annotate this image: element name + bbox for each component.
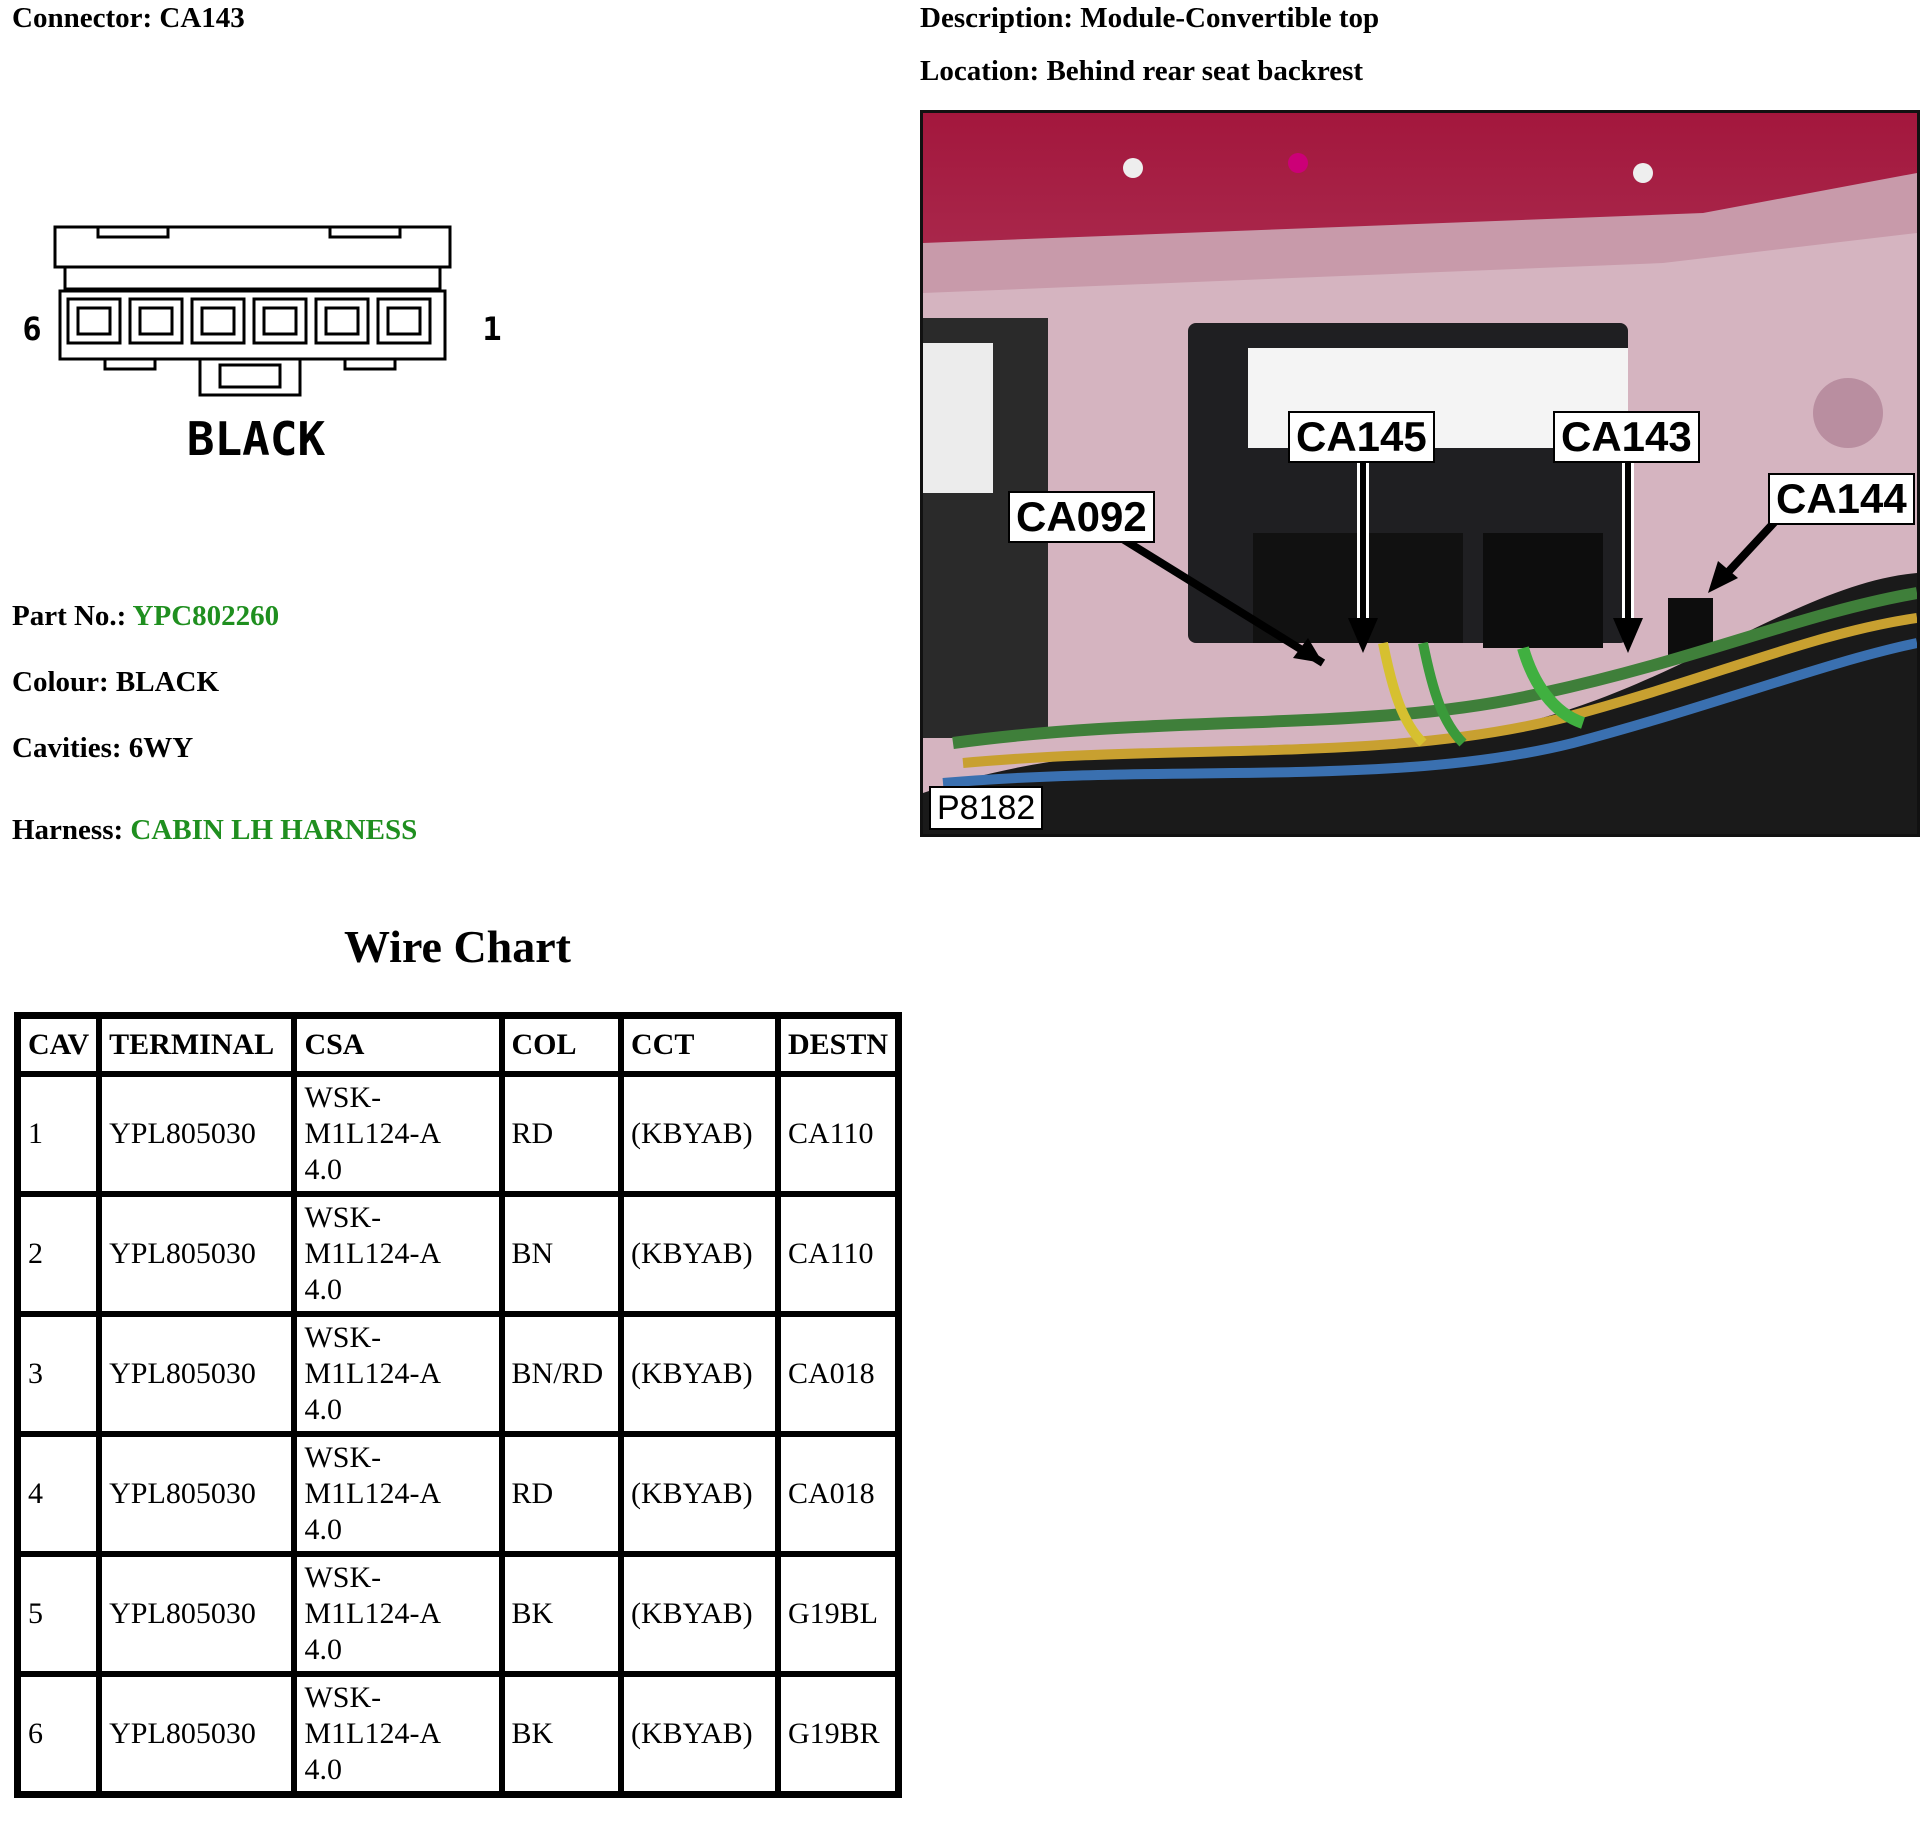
cell-destn: CA018	[777, 1434, 898, 1554]
table-row: 4 YPL805030 WSK- M1L124-A 4.0 RD (KBYAB)…	[18, 1434, 898, 1554]
description-value: Module-Convertible top	[1080, 2, 1380, 34]
cell-csa: WSK- M1L124-A 4.0	[294, 1194, 502, 1314]
table-header-row: CAV TERMINAL CSA COL CCT DESTN	[18, 1016, 898, 1074]
table-row: 3 YPL805030 WSK- M1L124-A 4.0 BN/RD (KBY…	[18, 1314, 898, 1434]
cell-cav: 4	[18, 1434, 100, 1554]
cavities-field: Cavities: 6WY	[12, 732, 193, 765]
connector-face-drawing: 6 1 BLACK	[22, 225, 502, 466]
cell-col: BN/RD	[501, 1314, 621, 1434]
connector-cavity-terminal	[386, 306, 422, 336]
table-row: 2 YPL805030 WSK- M1L124-A 4.0 BN (KBYAB)…	[18, 1194, 898, 1314]
photo-code: P8182	[929, 786, 1044, 830]
connector-cavity-terminal	[138, 306, 174, 336]
harness-link[interactable]: CABIN LH HARNESS	[130, 814, 418, 846]
header-csa: CSA	[294, 1016, 502, 1074]
colour-label: Colour:	[12, 666, 109, 698]
cell-cav: 3	[18, 1314, 100, 1434]
harness-label: Harness:	[12, 814, 124, 846]
cell-csa: WSK- M1L124-A 4.0	[294, 1434, 502, 1554]
callout-ca144: CA144	[1768, 473, 1915, 525]
connector-cavity-terminal	[324, 306, 360, 336]
cell-destn: CA110	[777, 1074, 898, 1194]
callout-ca145: CA145	[1288, 411, 1435, 463]
cell-cav: 1	[18, 1074, 100, 1194]
cell-col: RD	[501, 1434, 621, 1554]
colour-value: BLACK	[115, 666, 220, 698]
cell-cct: (KBYAB)	[620, 1554, 778, 1674]
connector-cavity-terminal	[200, 306, 236, 336]
cell-col: BN	[501, 1194, 621, 1314]
cell-cct: (KBYAB)	[620, 1434, 778, 1554]
cavities-label: Cavities:	[12, 732, 122, 764]
connector-cavity	[190, 297, 246, 345]
callout-ca143: CA143	[1553, 411, 1700, 463]
cell-csa: WSK- M1L124-A 4.0	[294, 1554, 502, 1674]
connector-cavity-terminal	[262, 306, 298, 336]
description-label: Description:	[920, 2, 1074, 34]
cell-cct: (KBYAB)	[620, 1194, 778, 1314]
table-row: 6 YPL805030 WSK- M1L124-A 4.0 BK (KBYAB)…	[18, 1674, 898, 1794]
header-terminal: TERMINAL	[99, 1016, 295, 1074]
part-number-link[interactable]: YPC802260	[132, 600, 280, 632]
harness-field: Harness: CABIN LH HARNESS	[12, 814, 417, 847]
location-photo: CA145 CA143 CA092 CA144 P8182	[920, 110, 1920, 837]
cell-destn: CA018	[777, 1314, 898, 1434]
connector-colour-text: BLACK	[187, 412, 326, 466]
cell-destn: G19BL	[777, 1554, 898, 1674]
cell-csa: WSK- M1L124-A 4.0	[294, 1674, 502, 1794]
cell-csa: WSK- M1L124-A 4.0	[294, 1074, 502, 1194]
connector-label: Connector:	[12, 2, 153, 34]
header-destn: DESTN	[777, 1016, 898, 1074]
cell-cav: 6	[18, 1674, 100, 1794]
header-col: COL	[501, 1016, 621, 1074]
cell-cct: (KBYAB)	[620, 1314, 778, 1434]
connector-cavity	[128, 297, 184, 345]
left-pin-number: 6	[22, 310, 41, 348]
photo-illustration	[923, 113, 1917, 834]
connector-cavity	[66, 297, 122, 345]
location-field: Location: Behind rear seat backrest	[920, 55, 1363, 88]
connector-value: CA143	[159, 2, 245, 34]
cell-cav: 2	[18, 1194, 100, 1314]
cell-cct: (KBYAB)	[620, 1674, 778, 1794]
part-number-field: Part No.: YPC802260	[12, 600, 279, 633]
cell-terminal: YPL805030	[99, 1194, 295, 1314]
location-value: Behind rear seat backrest	[1046, 55, 1364, 87]
wire-chart-table: CAV TERMINAL CSA COL CCT DESTN 1 YPL8050…	[14, 1012, 902, 1798]
right-pin-number: 1	[482, 310, 501, 348]
cell-terminal: YPL805030	[99, 1554, 295, 1674]
cell-col: BK	[501, 1674, 621, 1794]
connector-cavity	[314, 297, 370, 345]
description-field: Description: Module-Convertible top	[920, 2, 1379, 35]
cell-terminal: YPL805030	[99, 1434, 295, 1554]
cell-cav: 5	[18, 1554, 100, 1674]
cell-destn: CA110	[777, 1194, 898, 1314]
header-cct: CCT	[620, 1016, 778, 1074]
cell-col: BK	[501, 1554, 621, 1674]
connector-cavity	[376, 297, 432, 345]
cell-terminal: YPL805030	[99, 1674, 295, 1794]
connector-field: Connector: CA143	[12, 2, 245, 35]
colour-field: Colour: BLACK	[12, 666, 219, 699]
table-row: 5 YPL805030 WSK- M1L124-A 4.0 BK (KBYAB)…	[18, 1554, 898, 1674]
wire-chart-title: Wire Chart	[344, 921, 571, 972]
connector-cavity	[252, 297, 308, 345]
callout-ca092: CA092	[1008, 491, 1155, 543]
table-row: 1 YPL805030 WSK- M1L124-A 4.0 RD (KBYAB)…	[18, 1074, 898, 1194]
header-cav: CAV	[18, 1016, 100, 1074]
location-label: Location:	[920, 55, 1040, 87]
cell-terminal: YPL805030	[99, 1074, 295, 1194]
part-number-label: Part No.:	[12, 600, 127, 632]
cavities-value: 6WY	[128, 732, 194, 764]
cell-col: RD	[501, 1074, 621, 1194]
cell-cct: (KBYAB)	[620, 1074, 778, 1194]
connector-cavity-terminal	[76, 306, 112, 336]
cell-destn: G19BR	[777, 1674, 898, 1794]
cell-csa: WSK- M1L124-A 4.0	[294, 1314, 502, 1434]
cell-terminal: YPL805030	[99, 1314, 295, 1434]
